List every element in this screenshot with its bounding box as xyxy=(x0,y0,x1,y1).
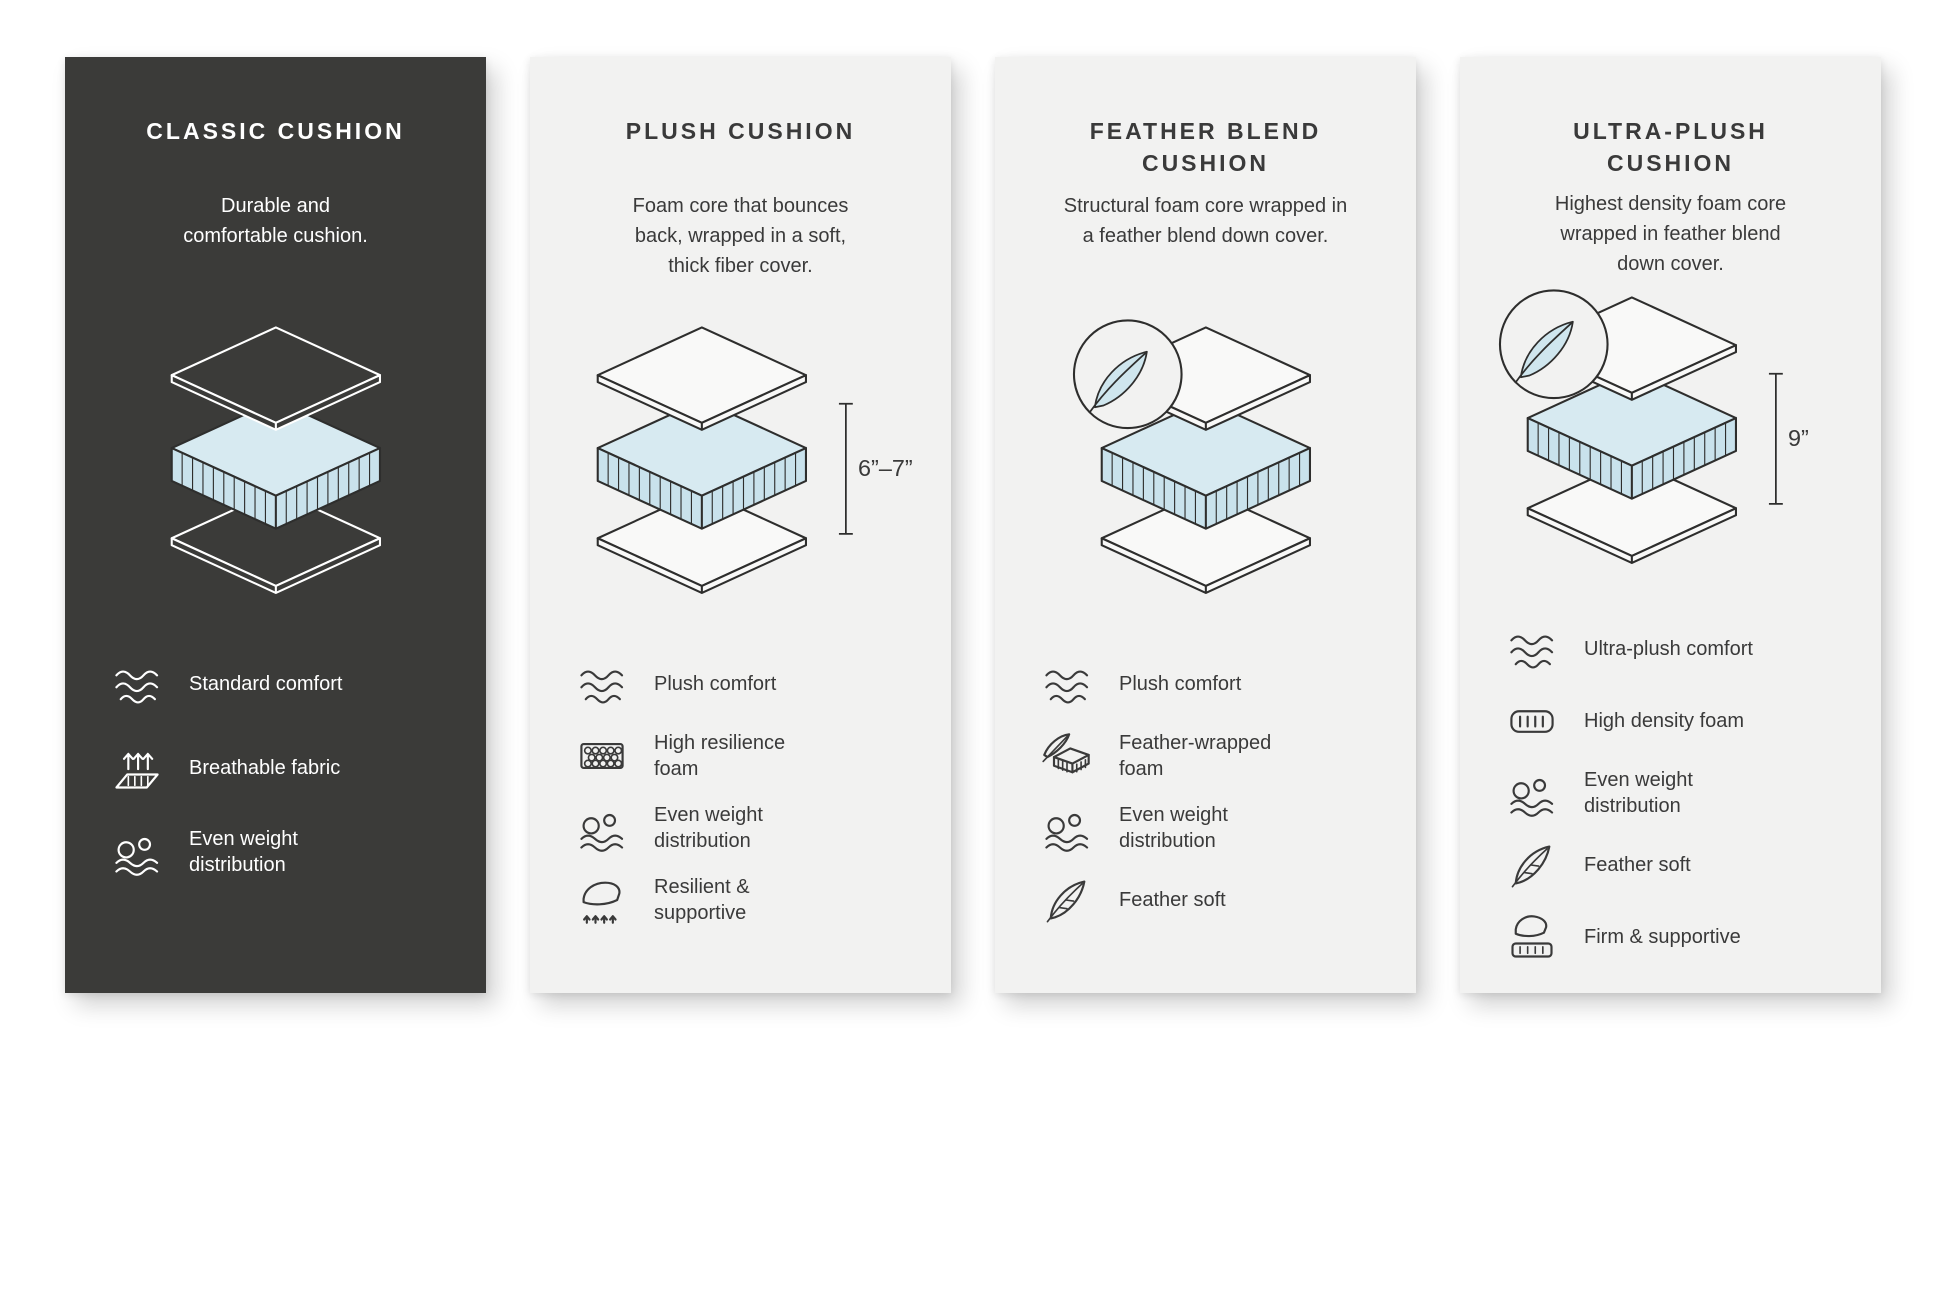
feature-label: Ultra-plush comfort xyxy=(1584,638,1753,661)
feature-row: Ultra-plush comfort xyxy=(1506,622,1835,676)
waves-icon xyxy=(1510,635,1554,669)
panel-plush-cushion: PLUSH CUSHION Foam core that bounces bac… xyxy=(530,57,951,993)
feature-label: Even weight distribution xyxy=(654,804,763,852)
panel-title: PLUSH CUSHION xyxy=(625,118,856,144)
layered-cushion-illustration xyxy=(1072,318,1311,594)
feature-label: Resilient & supportive xyxy=(654,876,750,924)
feature-label: High density foam xyxy=(1584,710,1745,733)
cushion-diagram-ultra-plush: 9” xyxy=(1460,287,1881,582)
resilience-foam-icon xyxy=(580,743,624,769)
feature-list: Plush comfort High resilience foam Even … xyxy=(530,657,951,945)
panel-description: Highest density foam core wrapped in fea… xyxy=(1554,193,1787,276)
feature-list: Ultra-plush comfort High density foam Ev… xyxy=(1460,622,1881,982)
feature-label: Firm & supportive xyxy=(1584,926,1741,949)
cushion-diagram-classic xyxy=(65,311,486,617)
weight-distribution-icon xyxy=(1510,779,1554,818)
feature-row: Standard comfort xyxy=(111,657,440,711)
feature-label: Even weight distribution xyxy=(189,828,298,876)
feature-label: Breathable fabric xyxy=(189,757,341,779)
panel-ultra-plush-cushion: ULTRA-PLUSH CUSHION Highest density foam… xyxy=(1460,57,1881,993)
feather-icon xyxy=(1046,880,1086,923)
feather-wrapped-foam-icon xyxy=(1042,733,1090,774)
weight-distribution-icon xyxy=(115,837,159,876)
layered-cushion-illustration: 9” xyxy=(1498,289,1809,565)
layered-cushion-illustration xyxy=(170,325,381,594)
dimension-marker: 6”–7” xyxy=(838,402,913,535)
feature-label: High resilience foam xyxy=(654,732,786,780)
dimension-marker: 9” xyxy=(1768,373,1809,506)
feature-row: Feather soft xyxy=(1041,873,1370,927)
feature-list: Plush comfort Feather-wrapped foam xyxy=(995,657,1416,945)
hand-press-icon xyxy=(582,881,621,924)
feature-row: Plush comfort xyxy=(1041,657,1370,711)
feature-row: Feather soft xyxy=(1506,838,1835,892)
waves-icon xyxy=(1045,670,1089,704)
feature-row: Even weight distribution xyxy=(1041,801,1370,855)
feature-row: Plush comfort xyxy=(576,657,905,711)
weight-distribution-icon xyxy=(580,813,624,852)
panel-title: ULTRA-PLUSH CUSHION xyxy=(1573,118,1768,177)
feature-row: High density foam xyxy=(1506,694,1835,748)
cushion-diagram-plush: 6”–7” xyxy=(530,311,951,617)
panel-description: Structural foam core wrapped in a feathe… xyxy=(1063,195,1348,247)
panel-description: Durable and comfortable cushion. xyxy=(183,195,368,247)
feature-label: Standard comfort xyxy=(189,673,343,695)
firm-support-icon xyxy=(1511,915,1553,958)
feature-label: Feather soft xyxy=(1119,889,1226,911)
waves-icon xyxy=(580,670,624,704)
waves-icon xyxy=(115,670,159,704)
feature-row: Breathable fabric xyxy=(111,741,440,795)
feature-label: Even weight distribution xyxy=(1584,769,1693,818)
feature-row: Firm & supportive xyxy=(1506,910,1835,964)
panel-title: CLASSIC CUSHION xyxy=(146,118,405,144)
panel-feather-blend-cushion: FEATHER BLEND CUSHION Structural foam co… xyxy=(995,57,1416,993)
feature-label: Feather soft xyxy=(1584,854,1691,877)
feature-label: Plush comfort xyxy=(654,673,777,695)
feature-row: Even weight distribution xyxy=(1506,766,1835,820)
feature-row: Resilient & supportive xyxy=(576,873,905,927)
feature-label: Feather-wrapped foam xyxy=(1119,732,1272,780)
cushion-diagram-feather-blend xyxy=(995,311,1416,617)
feature-row: High resilience foam xyxy=(576,729,905,783)
weight-distribution-icon xyxy=(1045,813,1089,852)
feature-row: Even weight distribution xyxy=(576,801,905,855)
feature-label: Plush comfort xyxy=(1119,673,1242,695)
panel-classic-cushion: CLASSIC CUSHION Durable and comfortable … xyxy=(65,57,486,993)
feature-row: Even weight distribution xyxy=(111,825,440,879)
dimension-label: 6”–7” xyxy=(858,454,913,480)
feather-badge xyxy=(1072,318,1183,429)
feature-row: Feather-wrapped foam xyxy=(1041,729,1370,783)
feather-badge xyxy=(1498,289,1609,400)
panel-description: Foam core that bounces back, wrapped in … xyxy=(632,195,849,277)
panel-title: FEATHER BLEND CUSHION xyxy=(1089,118,1322,177)
dimension-label: 9” xyxy=(1788,425,1809,451)
feature-list: Standard comfort Breathable fabric Even … xyxy=(65,657,486,909)
high-density-foam-icon xyxy=(1510,710,1554,734)
layered-cushion-illustration: 6”–7” xyxy=(596,325,913,594)
feature-label: Even weight distribution xyxy=(1119,804,1228,852)
breathable-fabric-icon xyxy=(115,752,159,789)
feather-icon xyxy=(1511,845,1551,888)
